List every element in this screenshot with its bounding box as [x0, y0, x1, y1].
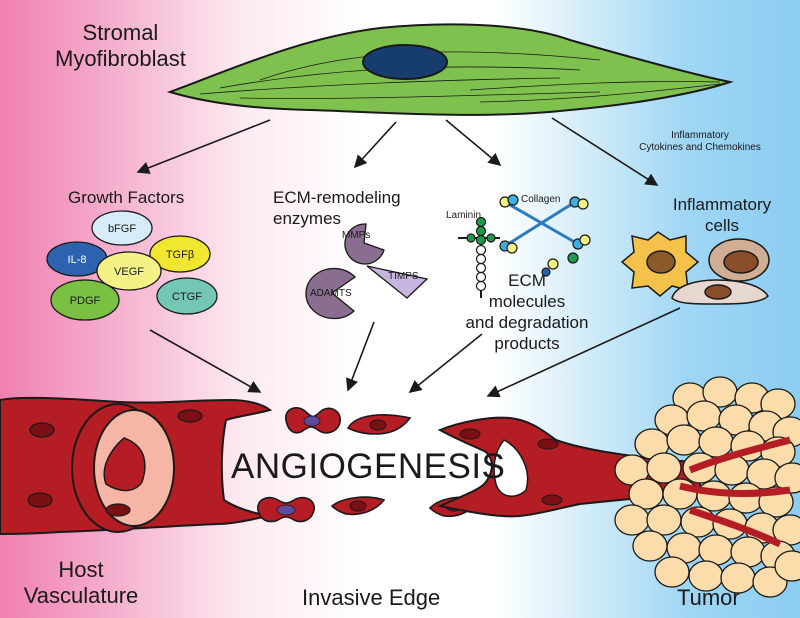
ecm-line-3: and degradation — [465, 313, 589, 332]
ecm-products-label: ECM molecules and degradation products — [452, 270, 602, 354]
arrow-to-inflammatory — [551, 117, 659, 186]
fragment — [567, 252, 579, 264]
gf-vegf: VEGF — [114, 266, 144, 278]
laminin — [458, 216, 500, 298]
stromal-label: Stromal Myofibroblast — [55, 20, 186, 72]
tumor-cluster — [614, 376, 800, 598]
cytokines-line-2: Cytokines and Chemokines — [639, 142, 761, 153]
tumor-cell — [646, 452, 682, 484]
arrow-to-growth-factors — [136, 119, 271, 174]
gf-pdgf: PDGF — [69, 295, 101, 307]
ecm-line-2: molecules — [488, 292, 566, 311]
bfgf-ellipse — [91, 210, 153, 246]
tumor-vessel-streak — [679, 482, 791, 497]
vegf-ellipse — [96, 251, 162, 291]
angiogenesis-arrows — [149, 307, 681, 398]
tumor-cell — [774, 462, 800, 494]
myofibroblast-cell — [166, 23, 734, 116]
gf-bfgf: bFGF — [107, 223, 137, 235]
tumor-cell — [728, 482, 764, 514]
enzyme-mmps: MMPs — [342, 230, 371, 241]
tumor-vessel-streak — [688, 436, 791, 474]
myofibroblast-text: Myofibroblast — [55, 46, 186, 71]
tumor-cell — [698, 426, 734, 458]
host-vasculature-label: Host Vasculature — [6, 557, 156, 609]
collagen — [499, 194, 591, 277]
pdgf-ellipse — [50, 279, 120, 321]
ecm-line-4: products — [494, 334, 560, 353]
laminin-label: Laminin — [446, 210, 482, 221]
inflammatory-cells-label: Inflammatory cells — [658, 194, 786, 236]
arrow-to-enzymes — [353, 121, 397, 169]
inflammatory-cells-line-1: Inflammatory — [672, 195, 772, 214]
host-line-1: Host — [58, 557, 104, 582]
tumor-cell — [662, 478, 698, 510]
cytokines-line-1: Inflammatory — [671, 130, 729, 141]
collagen-label: Collagen — [521, 194, 561, 205]
tgfb-ellipse — [149, 235, 211, 273]
adamts-shape — [305, 267, 357, 320]
tumor-cell — [666, 424, 702, 456]
gf-tgfb: TGFβ — [165, 249, 195, 261]
cytokines-label: Inflammatory Cytokines and Chemokines — [625, 130, 775, 154]
growth-factors-title: Growth Factors — [68, 188, 185, 207]
enzymes-text: enzymes — [273, 209, 342, 228]
neutrophil-nucleus — [704, 284, 732, 300]
growth-factor-cluster — [46, 210, 218, 321]
ecm-remodeling-title: ECM-remodeling enzymes — [273, 187, 401, 229]
nucleus — [362, 44, 448, 80]
enzyme-adamts: ADAMTS — [310, 288, 352, 299]
tumor-cell — [774, 550, 800, 582]
tumor-cell — [632, 530, 668, 562]
tumor-cell — [654, 556, 690, 588]
tumor-vessel-streak — [688, 506, 782, 548]
enzyme-timps: TIMPS — [388, 271, 419, 282]
host-vessel — [0, 396, 273, 535]
angiogenesis-title: ANGIOGENESIS — [231, 447, 506, 486]
fragment — [541, 267, 551, 277]
ecm-remodeling-text: ECM-remodeling — [273, 188, 401, 207]
enzyme-cluster — [305, 223, 429, 320]
inflammatory-cells — [620, 231, 770, 305]
cell-arrows — [136, 117, 659, 186]
arrow-to-ecm — [445, 119, 502, 167]
lymphocyte-nucleus — [723, 250, 759, 274]
timps-shape — [366, 265, 429, 299]
host-line-2: Vasculature — [23, 583, 139, 608]
inflammatory-cells-line-2: cells — [704, 216, 739, 235]
gf-ctgf: CTGF — [172, 291, 202, 303]
ctgf-ellipse — [156, 277, 218, 315]
tumor-label: Tumor — [677, 585, 740, 610]
fragment — [547, 258, 559, 270]
gf-il8: IL-8 — [67, 254, 87, 266]
stromal-text: Stromal — [82, 20, 159, 45]
ecm-line-1: ECM — [508, 271, 546, 290]
mmps-shape — [344, 223, 385, 265]
tumor-cell — [614, 504, 650, 536]
macrophage-nucleus — [646, 250, 676, 274]
invasive-edge-label: Invasive Edge — [302, 585, 441, 610]
